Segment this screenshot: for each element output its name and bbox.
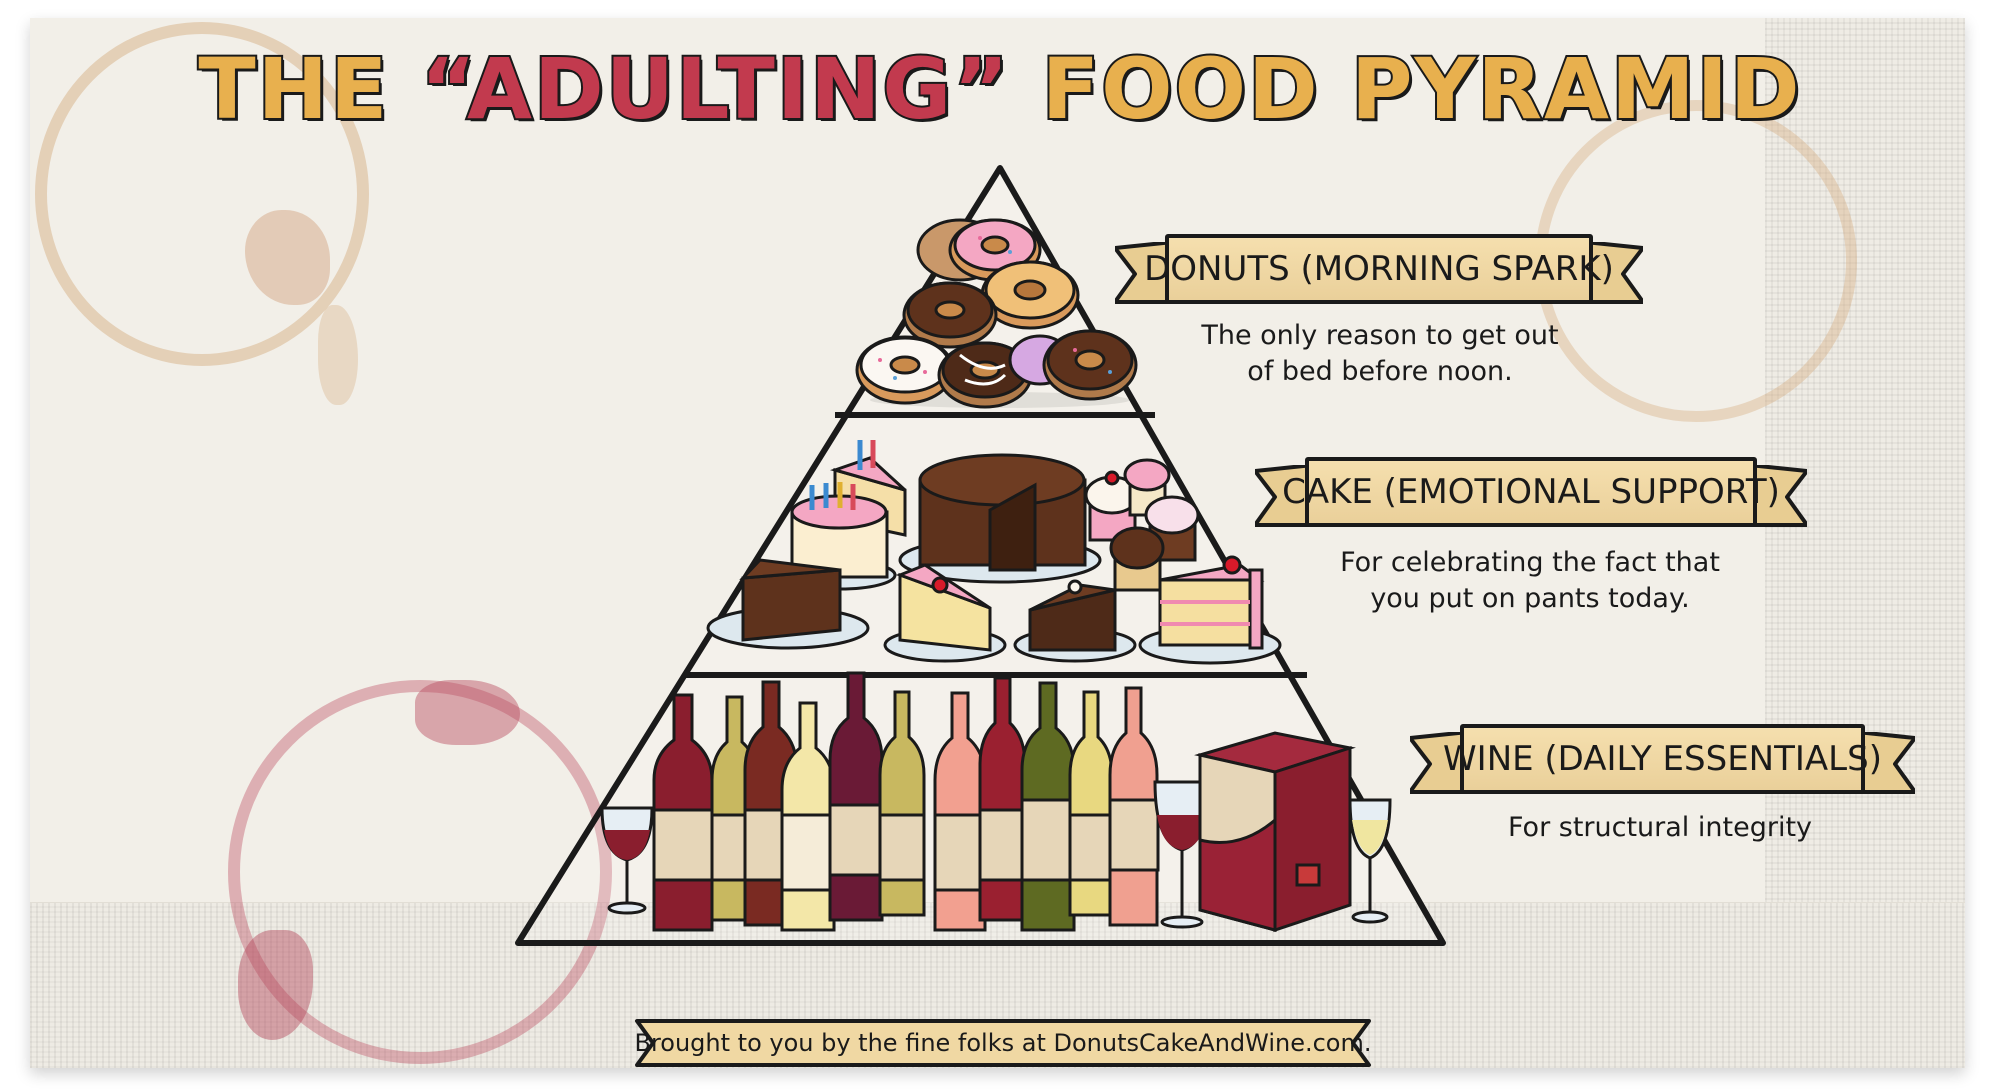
tier-description-donuts: The only reason to get out of bed before… [1160,318,1600,390]
tier-label-wine-text: WINE (DAILY ESSENTIALS) [1443,724,1882,794]
tier-label-donuts-text: DONUTS (MORNING SPARK) [1144,234,1614,304]
tier-label-cake-text: CAKE (EMOTIONAL SUPPORT) [1282,457,1780,527]
tier-label-cake: CAKE (EMOTIONAL SUPPORT) [1255,457,1807,527]
tier-description-wine-line1: For structural integrity [1507,812,1813,843]
napkin-embossed-edge-right [1765,18,1965,1068]
footer-banner: Brought to you by the fine folks at Donu… [633,1018,1373,1068]
tier-label-donuts: DONUTS (MORNING SPARK) [1115,234,1643,304]
tier-description-donuts-line2: of bed before noon. [1247,356,1513,387]
tier-description-cake-line2: you put on pants today. [1370,583,1690,614]
tier-description-donuts-line1: The only reason to get out [1201,320,1559,351]
tier-description-cake: For celebrating the fact that you put on… [1310,545,1750,617]
footer-ribbon-shape [635,1019,1371,1067]
title-part-the: THE [196,38,421,140]
cakes-illustration [706,440,1282,665]
tier-label-wine: WINE (DAILY ESSENTIALS) [1410,724,1915,794]
donuts-illustration [855,218,1138,409]
tier-description-cake-line1: For celebrating the fact that [1340,547,1720,578]
wine-illustration [600,671,1392,933]
title-part-food-pyramid: FOOD PYRAMID [1010,38,1802,140]
tier-description-wine: For structural integrity [1450,810,1870,846]
page-title: THE “ADULTING” FOOD PYRAMID [0,38,2000,140]
footer-text: Brought to you by the fine folks at Donu… [634,1029,1372,1057]
title-part-adulting: “ADULTING” [419,38,1011,140]
